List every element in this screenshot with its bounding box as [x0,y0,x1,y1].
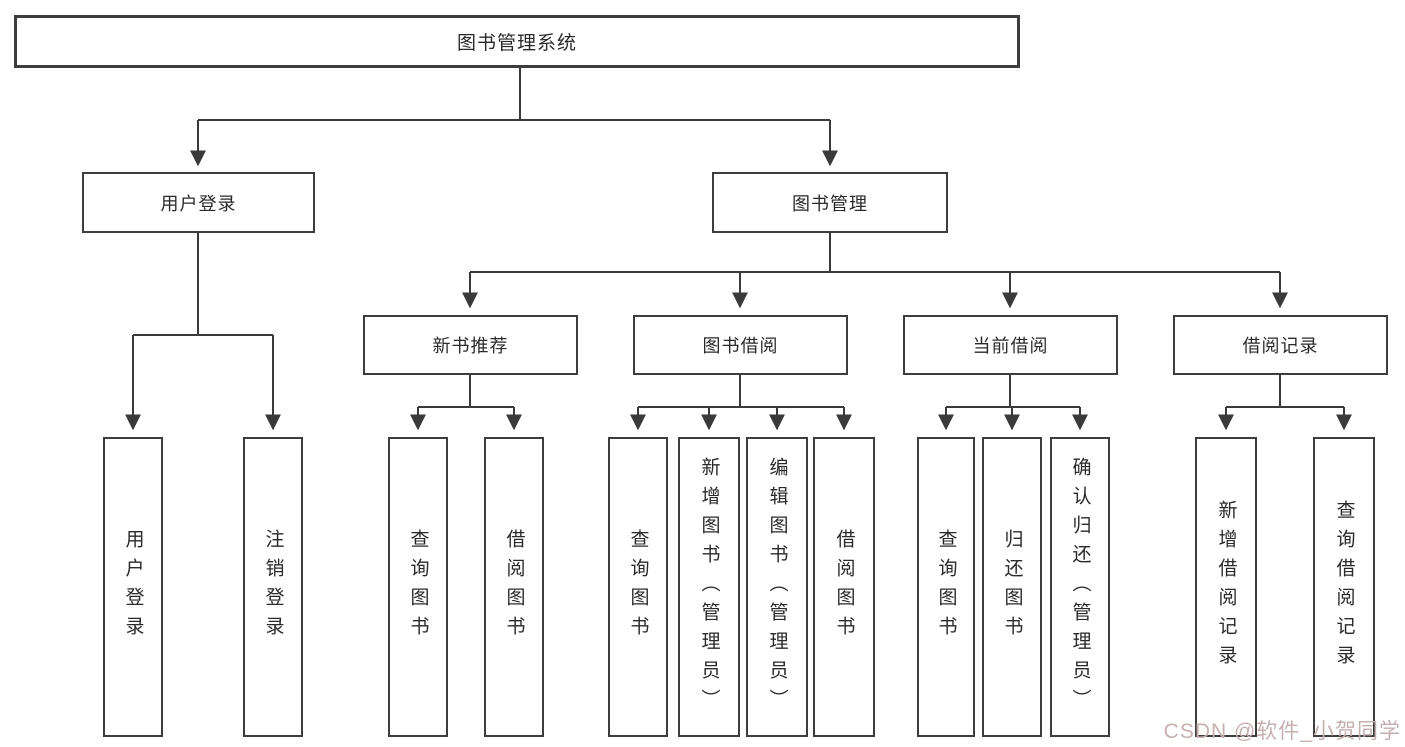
leaf-current-query-books: 查询图书 [917,437,975,737]
leaf-label: 编辑图书（管理员） [766,456,788,718]
leaf-label: 确认归还（管理员） [1069,456,1091,718]
leaf-label: 借阅图书 [833,529,855,645]
node-root-system: 图书管理系统 [14,15,1020,68]
leaf-label: 借阅图书 [503,529,525,645]
leaf-user-login: 用户登录 [103,437,163,737]
leaf-label: 新增图书（管理员） [698,456,720,718]
leaf-records-query-record: 查询借阅记录 [1313,437,1375,737]
node-book-borrowing: 图书借阅 [633,315,848,375]
leaf-label: 查询借阅记录 [1333,500,1355,674]
leaf-label: 查询图书 [627,529,649,645]
leaf-records-add-record: 新增借阅记录 [1195,437,1257,737]
node-current-borrowing: 当前借阅 [903,315,1118,375]
node-borrow-records: 借阅记录 [1173,315,1388,375]
csdn-watermark: CSDN @软件_小贺同学 [1163,720,1401,743]
leaf-label: 查询图书 [407,529,429,645]
leaf-label: 新增借阅记录 [1215,500,1237,674]
leaf-logout: 注销登录 [243,437,303,737]
leaf-newbooks-query-books: 查询图书 [388,437,448,737]
leaf-borrowing-query-books: 查询图书 [608,437,668,737]
leaf-borrowing-borrow-books: 借阅图书 [813,437,875,737]
leaf-label: 归还图书 [1001,529,1023,645]
leaf-current-confirm-return-admin: 确认归还（管理员） [1050,437,1110,737]
node-user-login: 用户登录 [82,172,315,233]
leaf-borrowing-add-book-admin: 新增图书（管理员） [678,437,740,737]
node-book-management: 图书管理 [712,172,948,233]
leaf-label: 查询图书 [935,529,957,645]
leaf-label: 注销登录 [262,529,284,645]
leaf-newbooks-borrow-books: 借阅图书 [484,437,544,737]
leaf-borrowing-edit-book-admin: 编辑图书（管理员） [746,437,808,737]
leaf-current-return-books: 归还图书 [982,437,1042,737]
leaf-label: 用户登录 [122,529,144,645]
node-new-book-recommend: 新书推荐 [363,315,578,375]
